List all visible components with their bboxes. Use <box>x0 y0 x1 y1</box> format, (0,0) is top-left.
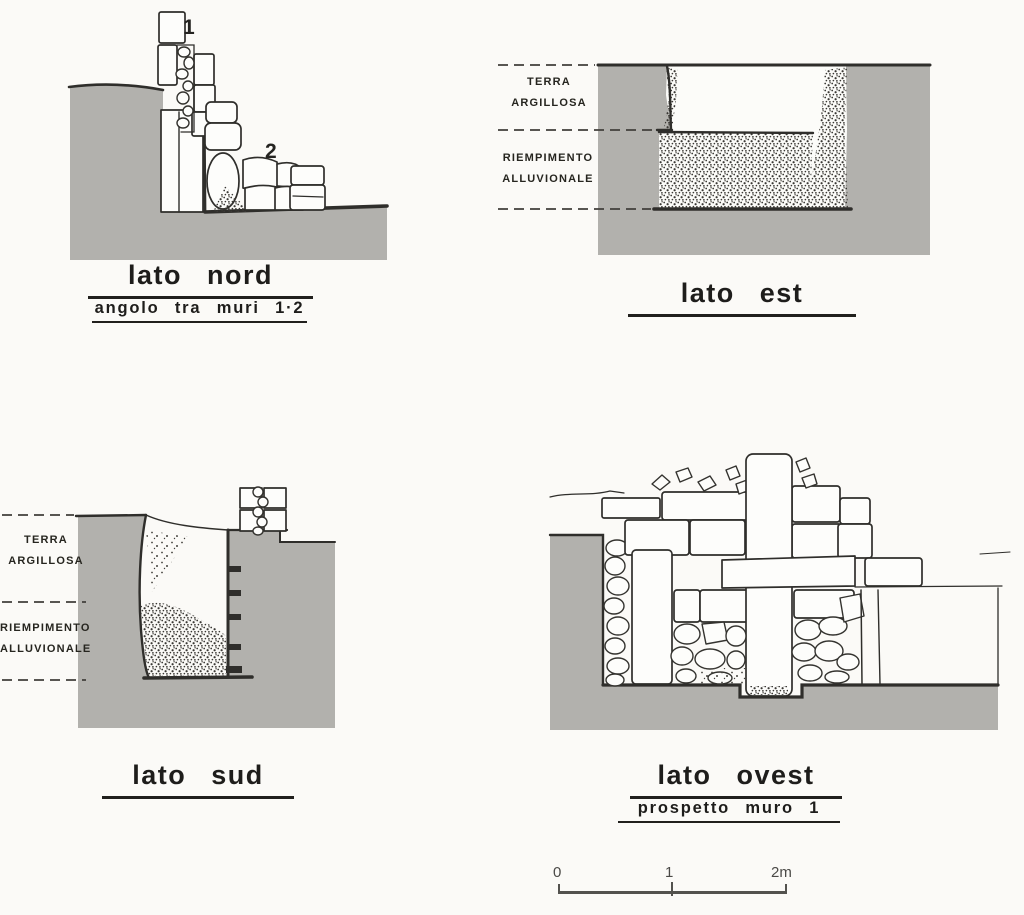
north-steps-stones <box>204 101 326 212</box>
north-wall-1 <box>157 11 216 214</box>
scale-tick-0: 0 <box>553 864 562 881</box>
south-section-drawing <box>2 486 336 728</box>
west-subcaption: prospetto muro 1 <box>618 799 840 823</box>
west-left-orthostat <box>631 549 673 685</box>
north-section-drawing: 1 2 <box>67 11 389 260</box>
scale-end-tick-left <box>558 884 560 894</box>
east-caption: lato est <box>628 278 856 317</box>
west-left-rubble <box>603 539 630 687</box>
scale-tick-1: 1 <box>665 864 674 881</box>
north-steps-number: 2 <box>265 140 277 163</box>
west-rubble-right <box>791 593 865 684</box>
east-layer-bottom-label: RIEMPIMENTO ALLUVIONALE <box>502 152 594 185</box>
south-layer-bottom-label: RIEMPIMENTO ALLUVIONALE <box>0 622 92 655</box>
east-section-drawing <box>498 63 932 255</box>
north-subcaption: angolo tra muri 1·2 <box>92 299 307 323</box>
scale-mid-tick <box>671 882 673 896</box>
west-long-slab <box>721 555 856 589</box>
west-section-drawing <box>548 453 1011 730</box>
south-earth-mass <box>78 515 335 728</box>
west-earth-mass <box>550 535 998 730</box>
north-caption: lato nord <box>88 260 313 299</box>
south-caption: lato sud <box>102 760 294 799</box>
north-wall-number: 1 <box>183 16 195 39</box>
scale-tick-2m: 2m <box>771 864 792 881</box>
south-wall-courses <box>226 566 242 673</box>
scale-end-tick-right <box>785 884 787 894</box>
west-rubble-left <box>670 621 747 685</box>
north-earth-mass <box>70 84 387 260</box>
south-pier <box>239 486 287 536</box>
south-layer-top-label: TERRA ARGILLOSA <box>8 534 84 567</box>
scale-bar: 0 1 2m <box>545 864 801 906</box>
east-layer-top-label: TERRA ARGILLOSA <box>511 76 587 109</box>
west-caption: lato ovest <box>630 760 842 799</box>
